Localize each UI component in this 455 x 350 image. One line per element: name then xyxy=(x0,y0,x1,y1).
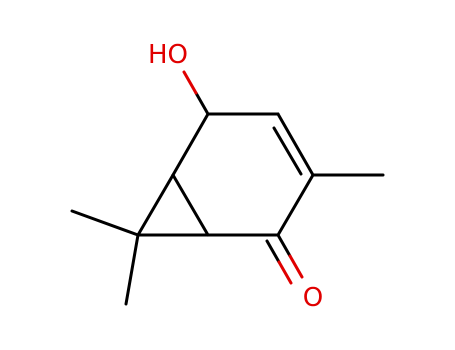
carbonyl-oxygen-label: O xyxy=(303,283,323,313)
bond-c2-o-carbon-half-b xyxy=(265,239,281,264)
bond-c2-o-oxygen-half-b xyxy=(277,260,293,285)
bond-c5-oh-carbon-half xyxy=(194,91,210,116)
hydroxyl-label: HO xyxy=(148,40,188,70)
bond-c4-c3-double xyxy=(272,126,303,176)
bond-c6-c5 xyxy=(171,112,210,177)
bond-c2-o-carbon-half-a xyxy=(276,233,292,258)
bond-c4-c3 xyxy=(276,112,315,177)
bond-c2-o-oxygen-half-a xyxy=(288,254,304,279)
bond-c6-c7 xyxy=(136,173,175,237)
bond-c5-oh-oxygen-half xyxy=(182,70,198,95)
bond-c7-methyl-b xyxy=(124,233,140,306)
bond-c3-c2 xyxy=(276,173,315,237)
bond-c7-methyl-a xyxy=(70,209,140,237)
bond-c1-c6 xyxy=(171,173,210,237)
